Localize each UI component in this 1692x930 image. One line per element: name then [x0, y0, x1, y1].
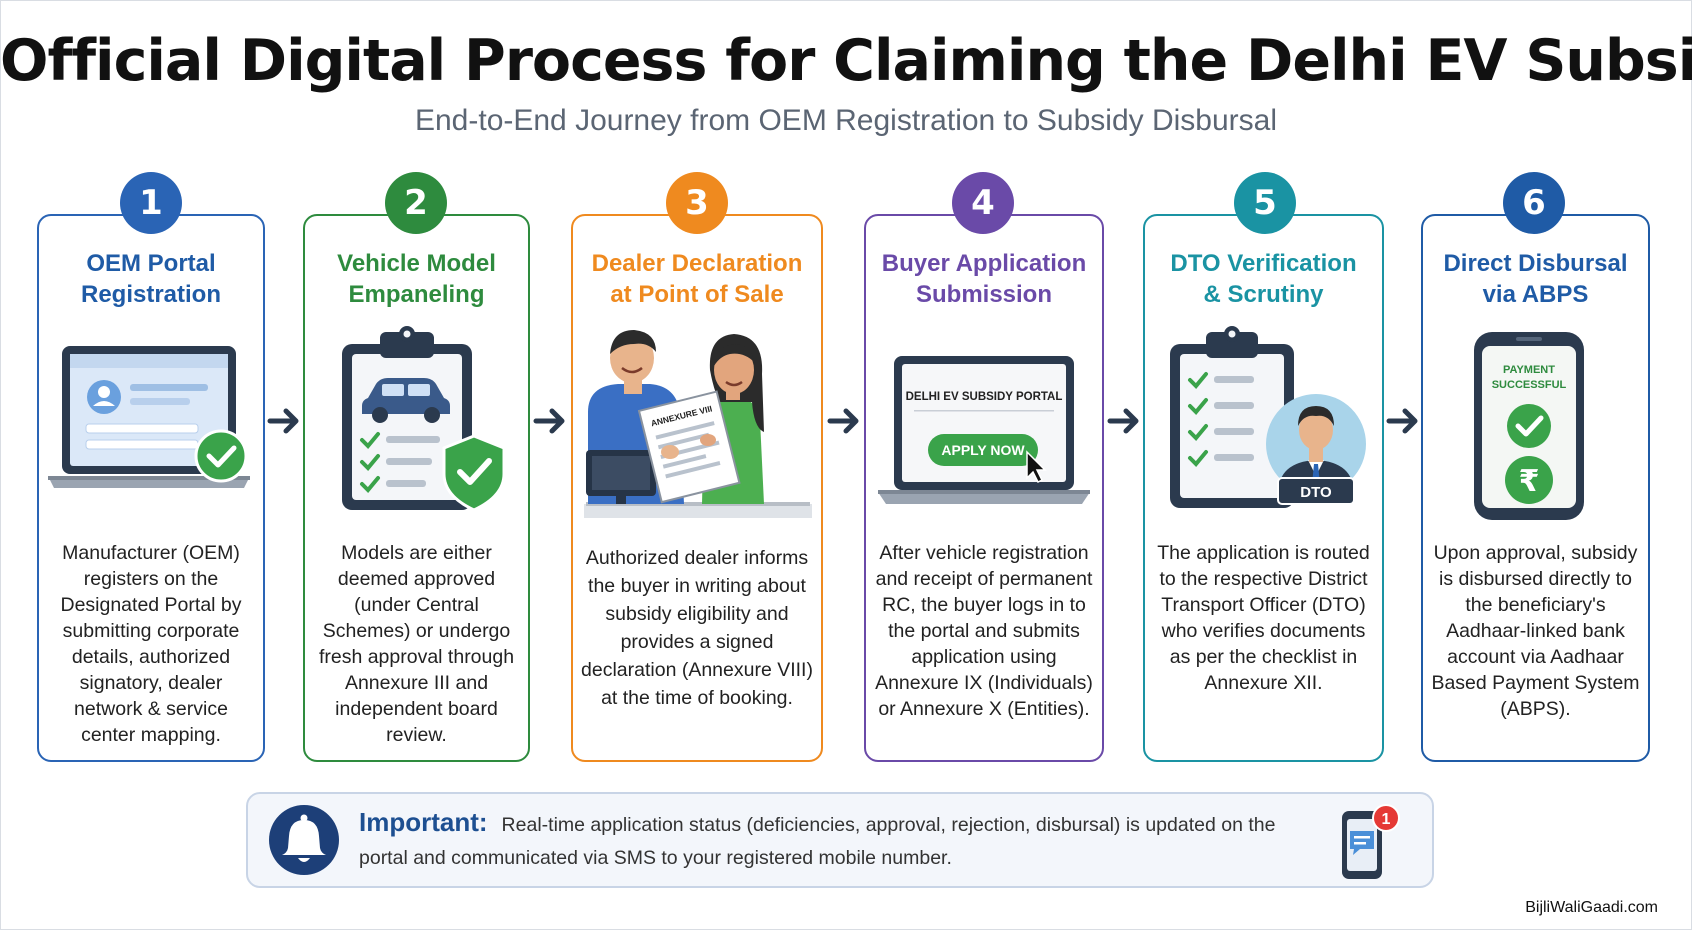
- bell-icon: [269, 805, 339, 875]
- phone-message-notification-icon: 1: [1342, 804, 1400, 879]
- step-title-4: Buyer Application Submission: [881, 250, 1087, 308]
- step-title-1: OEM Portal Registration: [80, 250, 221, 308]
- arrow-right-icon: [533, 408, 565, 434]
- step-description-6: Upon approval, subsidy is disbursed dire…: [1431, 542, 1640, 720]
- important-label: Important:: [359, 807, 488, 837]
- step-description-2: Models are either deemed approved (under…: [318, 542, 515, 746]
- step-number-badge-4: 4: [952, 172, 1014, 234]
- step-number-badge-1: 1: [120, 172, 182, 234]
- step-description-4: After vehicle registration and receipt o…: [875, 542, 1093, 720]
- step-number-badge-2: 2: [385, 172, 447, 234]
- step-description-1: Manufacturer (OEM) registers on the Desi…: [60, 542, 242, 746]
- arrow-right-icon: [1107, 408, 1139, 434]
- clipboard-officer-icon: DTO: [1170, 326, 1366, 508]
- payment-successful-line-2: SUCCESSFUL: [1492, 379, 1567, 391]
- step-title-2: Vehicle Model Empaneling: [337, 250, 496, 308]
- step-title-6: Direct Disbursal via ABPS: [1443, 250, 1628, 308]
- source-credit: BijliWaliGaadi.com: [1525, 899, 1658, 916]
- important-notice-text: Important:Real-time application status (…: [359, 806, 1319, 875]
- dealer-buyer-document-icon: ANNEXURE VIII: [584, 330, 812, 518]
- dto-nameplate: DTO: [1300, 484, 1332, 501]
- step-number-badge-3: 3: [666, 172, 728, 234]
- phone-payment-icon: PAYMENT SUCCESSFUL ₹: [1474, 332, 1584, 520]
- arrow-right-icon: [827, 408, 859, 434]
- arrow-right-icon: [267, 408, 299, 434]
- clipboard-car-shield-icon: [342, 326, 506, 512]
- step-number-badge-6: 6: [1503, 172, 1565, 234]
- important-message: Real-time application status (deficienci…: [359, 814, 1276, 869]
- portal-label: DELHI EV SUBSIDY PORTAL: [906, 391, 1063, 403]
- important-notice-box: [246, 792, 1434, 888]
- step-number-badge-5: 5: [1234, 172, 1296, 234]
- page-title: Official Digital Process for Claiming th…: [0, 28, 1692, 94]
- step-title-3: Dealer Declaration at Point of Sale: [591, 250, 803, 308]
- step-description-5: The application is routed to the respect…: [1157, 542, 1370, 694]
- page-subtitle: End-to-End Journey from OEM Registration…: [414, 104, 1278, 137]
- step-description-3: Authorized dealer informs the buyer in w…: [581, 547, 813, 709]
- laptop-profile-check-icon: [48, 346, 250, 488]
- apply-now-button: APPLY NOW: [941, 442, 1025, 458]
- laptop-portal-icon: DELHI EV SUBSIDY PORTAL APPLY NOW: [878, 356, 1090, 504]
- notification-count-badge: 1: [1382, 811, 1391, 828]
- payment-successful-line-1: PAYMENT: [1503, 364, 1555, 376]
- rupee-icon: ₹: [1519, 464, 1540, 499]
- arrow-right-icon: [1386, 408, 1418, 434]
- step-title-5: DTO Verification & Scrutiny: [1170, 250, 1357, 308]
